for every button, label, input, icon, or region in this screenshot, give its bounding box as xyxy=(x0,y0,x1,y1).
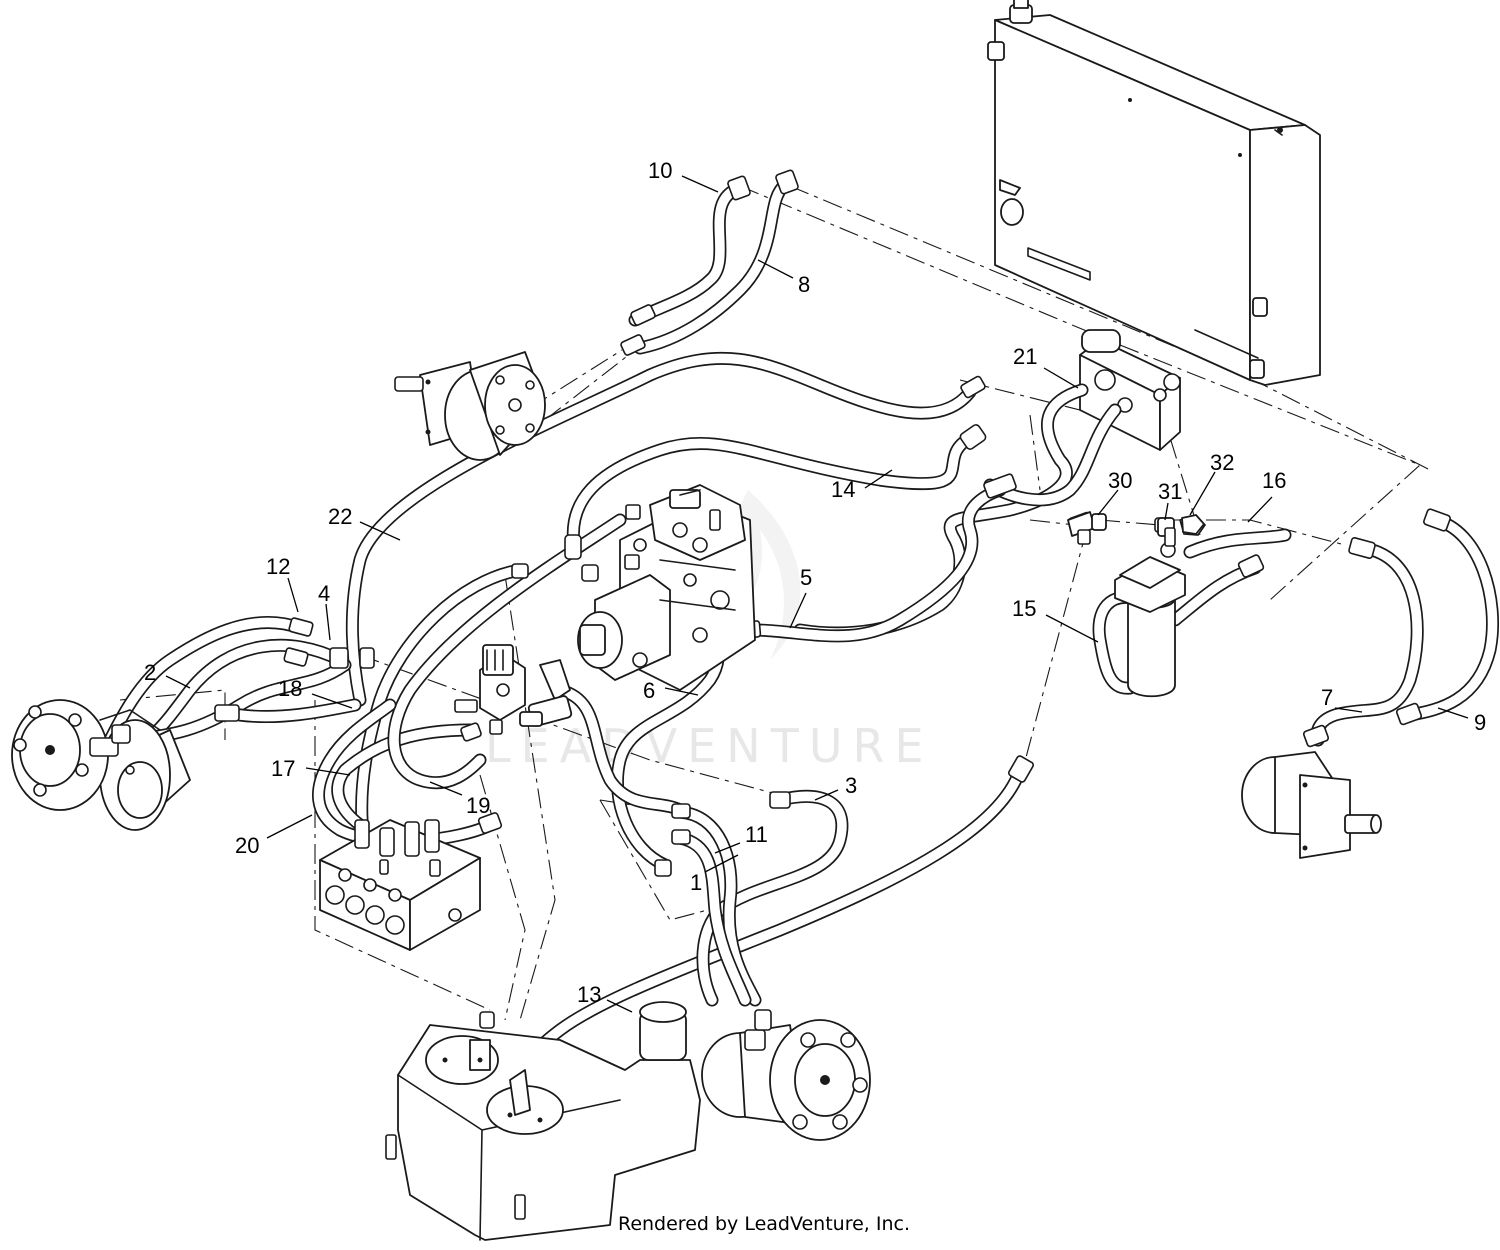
callout-12: 12 xyxy=(266,554,299,613)
svg-text:12: 12 xyxy=(266,554,290,579)
svg-text:11: 11 xyxy=(745,822,768,847)
svg-text:18: 18 xyxy=(278,676,302,701)
wheel-motor-bottom xyxy=(701,1009,871,1141)
callout-9: 9 xyxy=(1437,707,1486,735)
callout-30: 30 xyxy=(1097,468,1132,516)
callout-7: 7 xyxy=(1321,685,1363,713)
callout-20: 20 xyxy=(235,814,313,858)
svg-text:7: 7 xyxy=(1321,685,1333,710)
wheel-motor-right xyxy=(1241,751,1382,859)
footer-credit: Rendered by LeadVenture, Inc. xyxy=(617,1213,911,1235)
svg-text:5: 5 xyxy=(800,565,812,590)
callout-22: 22 xyxy=(328,504,401,541)
drive-motor-top xyxy=(394,351,546,461)
svg-text:1: 1 xyxy=(690,870,702,895)
callout-31: 31 xyxy=(1158,479,1182,521)
svg-text:6: 6 xyxy=(643,678,655,703)
svg-text:30: 30 xyxy=(1108,468,1132,493)
svg-text:15: 15 xyxy=(1012,596,1036,621)
hydraulic-tank xyxy=(385,1001,701,1241)
callout-19: 19 xyxy=(429,781,490,818)
svg-text:8: 8 xyxy=(798,272,810,297)
svg-text:17: 17 xyxy=(271,756,295,781)
svg-text:21: 21 xyxy=(1013,344,1037,369)
callout-6: 6 xyxy=(643,678,699,703)
svg-text:13: 13 xyxy=(577,982,601,1007)
elbow-fitting xyxy=(519,659,573,727)
watermark-text: LEADVENTURE xyxy=(485,719,934,773)
callout-1: 1 xyxy=(690,854,739,895)
callout-16: 16 xyxy=(1247,468,1286,523)
svg-text:16: 16 xyxy=(1262,468,1286,493)
callout-15: 15 xyxy=(1012,596,1099,643)
callout-18: 18 xyxy=(278,676,353,709)
hydraulic-pump xyxy=(577,484,756,691)
svg-text:2: 2 xyxy=(144,660,156,685)
callout-13: 13 xyxy=(577,982,633,1013)
svg-text:3: 3 xyxy=(845,773,857,798)
svg-text:10: 10 xyxy=(648,158,672,183)
oil-filter xyxy=(1114,527,1186,698)
tee-fittings xyxy=(1067,511,1205,545)
svg-text:4: 4 xyxy=(318,581,330,606)
svg-text:20: 20 xyxy=(235,833,259,858)
hoses xyxy=(103,178,1499,1077)
callouts: 1 2 3 4 5 6 7 8 9 10 11 12 13 14 15 16 1… xyxy=(144,158,1486,1013)
oil-cooler xyxy=(987,0,1321,386)
callout-17: 17 xyxy=(271,756,351,781)
svg-text:9: 9 xyxy=(1474,710,1486,735)
callout-11: 11 xyxy=(714,822,768,854)
wheel-motor-left xyxy=(11,699,191,831)
callout-21: 21 xyxy=(1013,344,1079,389)
callout-3: 3 xyxy=(814,773,857,801)
valve-manifold xyxy=(319,819,481,951)
svg-text:32: 32 xyxy=(1210,450,1234,475)
bypass-valve xyxy=(1079,329,1181,451)
callout-14: 14 xyxy=(831,469,893,502)
callout-5: 5 xyxy=(789,565,812,629)
callout-10: 10 xyxy=(648,158,719,193)
svg-text:22: 22 xyxy=(328,504,352,529)
callout-32: 32 xyxy=(1189,450,1234,516)
callout-2: 2 xyxy=(144,660,191,689)
svg-text:14: 14 xyxy=(831,477,855,502)
callout-8: 8 xyxy=(757,259,810,297)
callout-4: 4 xyxy=(318,581,331,641)
svg-text:19: 19 xyxy=(466,793,490,818)
solenoid-valve xyxy=(454,644,526,735)
svg-text:31: 31 xyxy=(1158,479,1182,504)
